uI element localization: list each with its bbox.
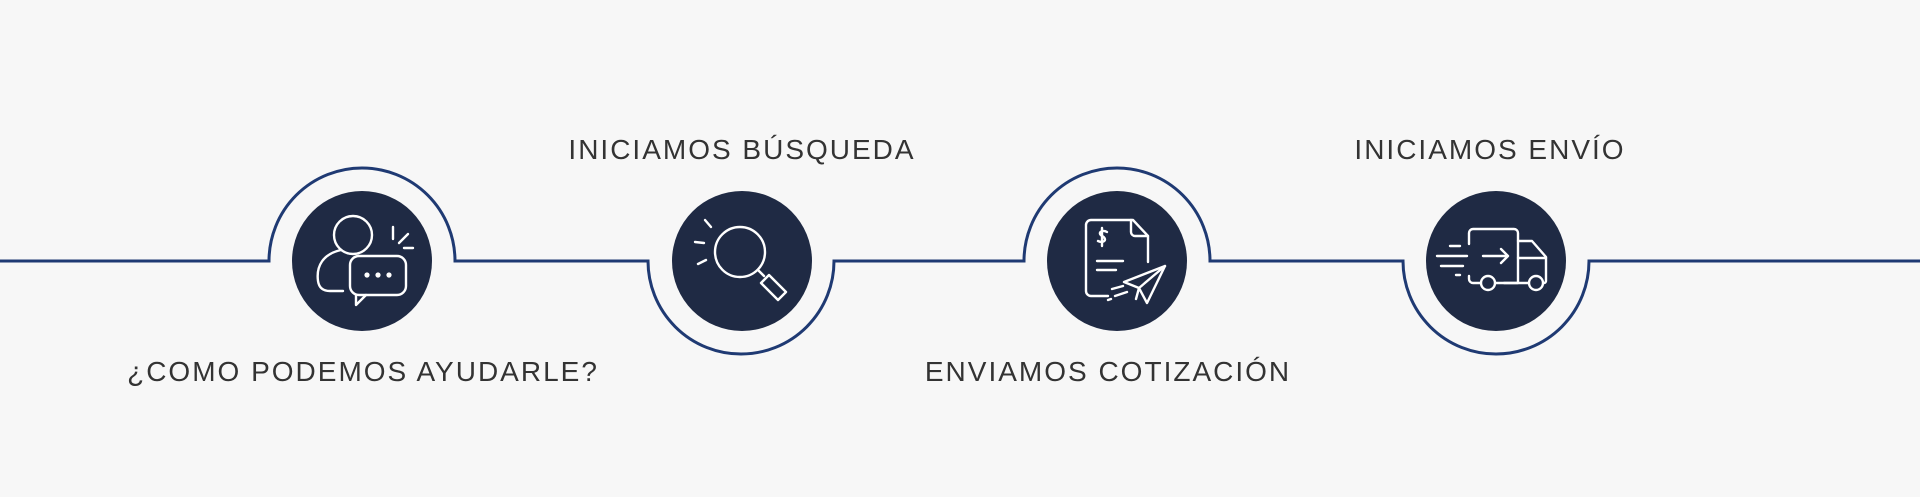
step-4-circle bbox=[1426, 191, 1566, 331]
step-1-label: ¿COMO PODEMOS AYUDARLE? bbox=[127, 356, 599, 387]
person-chat-icon bbox=[316, 214, 415, 307]
step-2-label: INICIAMOS BÚSQUEDA bbox=[568, 134, 916, 165]
step-2-circle bbox=[672, 191, 812, 331]
quote-document-send-icon bbox=[1084, 218, 1167, 305]
step-4-label: INICIAMOS ENVÍO bbox=[1354, 134, 1626, 165]
step-3-label: ENVIAMOS COTIZACIÓN bbox=[924, 356, 1292, 387]
timeline-track bbox=[0, 166, 1920, 356]
delivery-truck-icon bbox=[1435, 227, 1548, 292]
magnifier-icon bbox=[693, 218, 788, 302]
step-1-circle bbox=[292, 191, 432, 331]
